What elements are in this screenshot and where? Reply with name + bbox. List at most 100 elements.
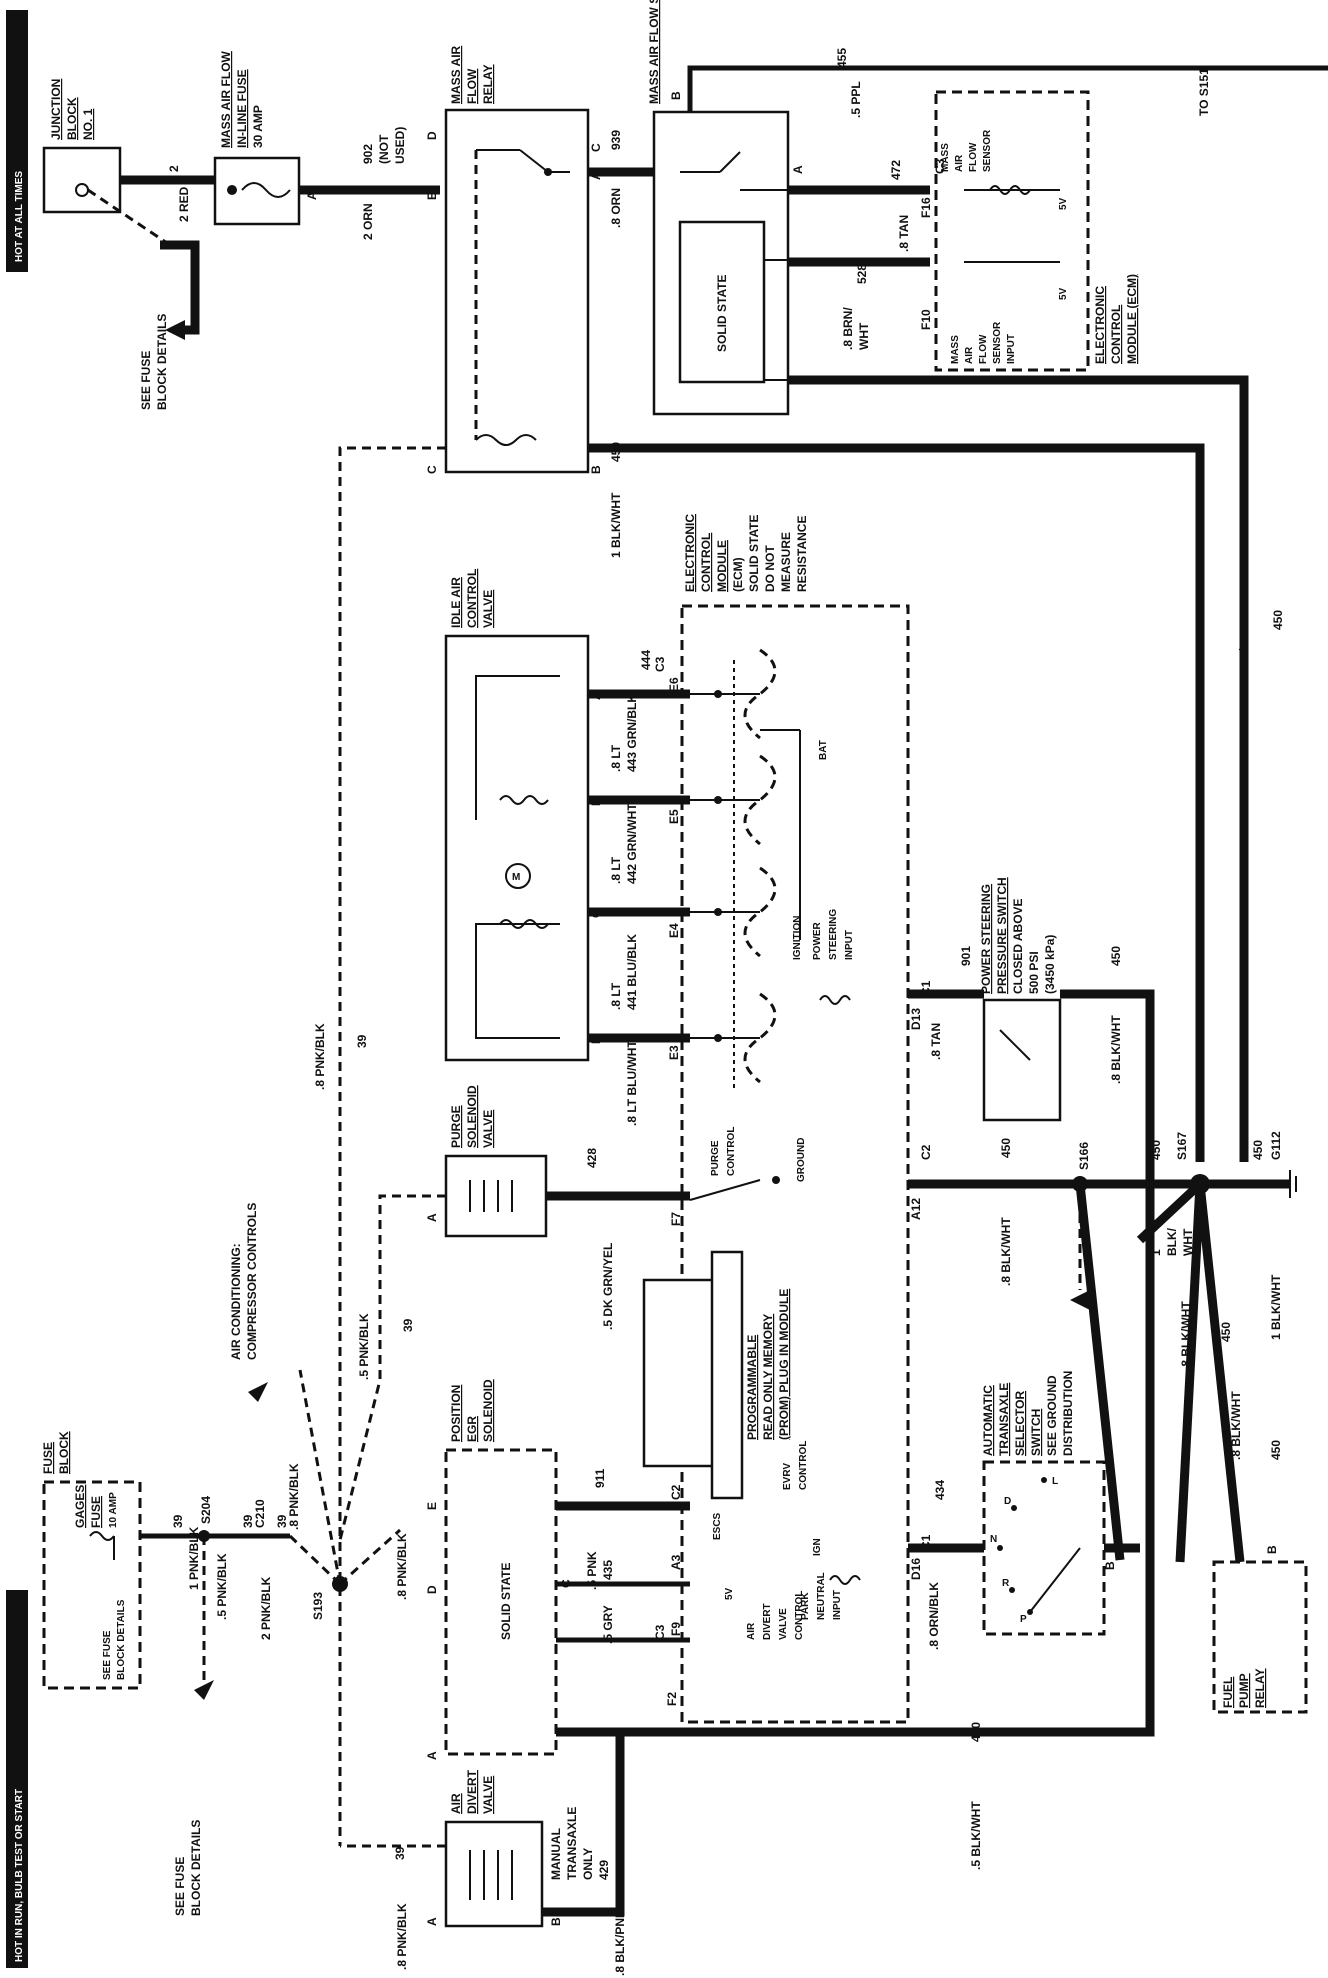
label: .5 BLK/WHT	[969, 1801, 983, 1870]
label: 450	[999, 1138, 1013, 1158]
label: .8 BLK/WHT	[1179, 1301, 1193, 1370]
label: INPUT	[832, 1590, 843, 1620]
svg-text:B: B	[549, 1917, 563, 1926]
label: 30 AMP	[251, 105, 265, 148]
label: C3	[653, 1624, 667, 1640]
label: IDLE AIR	[449, 577, 463, 628]
label: 450	[1269, 1440, 1283, 1460]
label: 902	[361, 144, 375, 164]
label: SELECTOR	[1013, 1391, 1027, 1456]
label: SOLID STATE	[499, 1562, 513, 1640]
label: 2 ORN	[361, 203, 375, 240]
label: NO. 1	[81, 108, 95, 140]
label: .8 LT BLU/WHT	[625, 1040, 639, 1126]
label: POSITION	[449, 1385, 463, 1442]
label: F16	[919, 197, 933, 218]
label: .5 PNK	[585, 1551, 599, 1590]
automatic-transaxle-selector-switch: AUTOMATIC TRANSAXLE SELECTOR SWITCH SEE …	[981, 1371, 1106, 1636]
svg-text:C: C	[589, 143, 603, 152]
label: 450	[609, 442, 623, 462]
label: .5 PPL	[849, 81, 863, 118]
label: 39	[241, 1514, 255, 1528]
label: C210	[253, 1499, 267, 1528]
label: 2 RED	[177, 186, 191, 222]
label: PURGE	[710, 1140, 721, 1176]
svg-text:C: C	[559, 1579, 573, 1588]
label: BLOCK	[65, 97, 79, 140]
label: SEE GROUND	[1045, 1375, 1059, 1456]
label: CONTROL	[726, 1127, 737, 1176]
label: SWITCH	[1029, 1409, 1043, 1456]
label: MANUAL	[549, 1828, 563, 1880]
label: VALVE	[481, 1776, 495, 1814]
label: PARK	[800, 1592, 811, 1620]
label: G112	[1269, 1131, 1283, 1160]
label: 441 BLU/BLK	[625, 934, 639, 1010]
label: PURGE	[449, 1105, 463, 1148]
label: .5 GRY	[601, 1605, 615, 1644]
label: ELECTRONIC	[683, 514, 697, 592]
label: POWER STEERING	[979, 884, 993, 994]
label: 443 GRN/BLK	[625, 694, 639, 772]
svg-text:C: C	[425, 465, 439, 474]
label: 2	[167, 165, 181, 172]
label: CONTROL	[798, 1441, 809, 1490]
label: GAGES	[73, 1485, 87, 1528]
label: 434	[933, 1480, 947, 1500]
label: FLOW	[978, 334, 989, 364]
label: VALVE	[778, 1608, 789, 1640]
label: POWER	[812, 921, 823, 960]
label: 455	[835, 48, 849, 68]
label: FLOW	[465, 68, 479, 104]
label: ONLY	[581, 1848, 595, 1880]
svg-text:B: B	[589, 797, 603, 806]
label: MASS AIR FLOW SENSOR	[647, 0, 661, 104]
svg-text:B: B	[1103, 1561, 1117, 1570]
label: SOLID STATE	[747, 514, 761, 592]
label: 5V	[1058, 287, 1069, 300]
label: 5V	[724, 1587, 735, 1600]
label: F2	[665, 1692, 679, 1706]
label: S193	[311, 1592, 325, 1620]
label: C1	[919, 1534, 933, 1550]
label: MODULE	[715, 540, 729, 592]
label: A12	[909, 1198, 923, 1220]
label: .8 PNK/BLK	[395, 1903, 409, 1970]
svg-text:A: A	[425, 1917, 439, 1926]
label: HOT AT ALL TIMES	[14, 171, 25, 262]
label: BAT	[818, 740, 829, 760]
label: .8 BLK/WHT	[999, 1217, 1013, 1286]
label: D13	[909, 1008, 923, 1030]
svg-text:R: R	[1002, 1578, 1010, 1589]
maf-relay: MASS AIR FLOW RELAY E D A C C B	[425, 45, 603, 474]
label: AIR	[954, 154, 965, 172]
label: 39	[171, 1514, 185, 1528]
label: .8 BLK/WHT	[1237, 621, 1251, 690]
label: A3	[669, 1554, 683, 1570]
label: SEE FUSE	[173, 1857, 187, 1916]
egr-solenoid: POSITION EGR SOLENOID SOLID STATE	[444, 1379, 558, 1756]
label: IGN	[812, 1538, 823, 1556]
svg-text:A: A	[589, 691, 603, 700]
power-steering-switch: POWER STEERING PRESSURE SWITCH CLOSED AB…	[979, 877, 1062, 1122]
label: 2 PNK/BLK	[259, 1576, 273, 1640]
label: AIR	[449, 1793, 463, 1814]
label: READ ONLY MEMORY	[761, 1314, 775, 1440]
label: GROUND	[796, 1138, 807, 1182]
svg-text:E: E	[559, 1502, 573, 1510]
label: 1 PNK/BLK	[187, 1526, 201, 1590]
label: CONTROL	[1109, 305, 1123, 364]
label: CLOSED ABOVE	[1011, 898, 1025, 994]
label: DO NOT	[763, 545, 777, 592]
prom-module: PROGRAMMABLE READ ONLY MEMORY (PROM) PLU…	[642, 1250, 791, 1500]
label: (ECM)	[731, 557, 745, 592]
label: F10	[919, 309, 933, 330]
label: 911	[593, 1468, 607, 1488]
svg-text:A: A	[425, 1213, 439, 1222]
label: .8 PNK/BLK	[287, 1463, 301, 1530]
label: 1 BLK/WHT	[609, 492, 623, 558]
label: 428	[585, 1148, 599, 1168]
label: BLOCK DETAILS	[116, 1599, 127, 1680]
label: SOLENOID	[465, 1085, 479, 1148]
